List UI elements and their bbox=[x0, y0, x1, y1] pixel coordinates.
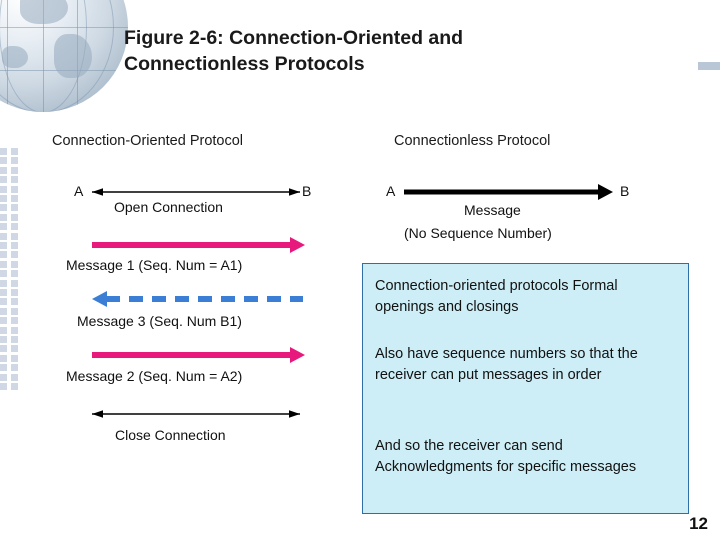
label-message-3: Message 3 (Seq. Num B1) bbox=[77, 313, 242, 329]
label-message-2: Message 2 (Seq. Num = A2) bbox=[66, 368, 243, 384]
globe-landmass bbox=[20, 0, 68, 24]
dot bbox=[0, 307, 7, 315]
globe-landmass bbox=[54, 34, 92, 78]
dot bbox=[0, 176, 7, 184]
dot bbox=[11, 232, 18, 240]
arrow-close-connection bbox=[92, 410, 300, 418]
label-message-1: Message 1 (Seq. Num = A1) bbox=[66, 257, 243, 273]
endpoint-a-left: A bbox=[74, 183, 84, 199]
dot bbox=[0, 232, 7, 240]
dot bbox=[11, 354, 18, 362]
dot bbox=[11, 195, 18, 202]
note-paragraph: Connection-oriented protocols Formal ope… bbox=[375, 278, 618, 315]
notes-box: Connection-oriented protocols Formal ope… bbox=[362, 263, 689, 514]
dot bbox=[11, 345, 18, 353]
arrow-message-2 bbox=[92, 347, 305, 363]
right-edge-bar bbox=[698, 62, 720, 70]
dot bbox=[11, 373, 18, 381]
dot bbox=[0, 298, 7, 306]
dot bbox=[0, 289, 7, 296]
dot bbox=[11, 185, 18, 193]
dot bbox=[11, 166, 18, 174]
dot bbox=[0, 251, 7, 259]
page-number: 12 bbox=[689, 514, 708, 533]
dot bbox=[11, 270, 18, 278]
dot bbox=[0, 185, 7, 193]
label-close-connection: Close Connection bbox=[115, 427, 226, 443]
dot bbox=[11, 383, 18, 390]
dot bbox=[0, 242, 7, 249]
dot bbox=[11, 176, 18, 184]
endpoint-b-left: B bbox=[302, 183, 312, 199]
dot bbox=[0, 195, 7, 202]
label-open-connection: Open Connection bbox=[114, 199, 223, 215]
endpoint-a-right: A bbox=[386, 183, 396, 199]
arrow-open-connection bbox=[92, 188, 300, 196]
dot bbox=[11, 157, 18, 165]
note-paragraph: And so the receiver can send Acknowledgm… bbox=[375, 438, 637, 475]
page-title: Figure 2-6: Connection-Oriented and Conn… bbox=[124, 27, 464, 75]
dot bbox=[11, 213, 18, 221]
dot bbox=[11, 289, 18, 296]
arrow-connectionless-message bbox=[404, 184, 613, 200]
dot bbox=[0, 345, 7, 353]
dot bbox=[0, 354, 7, 362]
dot bbox=[11, 364, 18, 372]
dot bbox=[0, 148, 7, 155]
dot bbox=[0, 364, 7, 372]
dot bbox=[0, 260, 7, 268]
dot bbox=[0, 336, 7, 343]
note-paragraph: Also have sequence numbers so that the r… bbox=[375, 346, 638, 383]
heading-connection-oriented: Connection-Oriented Protocol bbox=[52, 133, 244, 149]
dot bbox=[0, 157, 7, 165]
endpoint-b-right: B bbox=[620, 183, 630, 199]
dot bbox=[11, 223, 18, 231]
label-message: Message bbox=[464, 202, 521, 218]
arrow-message-3 bbox=[92, 291, 303, 307]
dot bbox=[0, 326, 7, 334]
dot bbox=[11, 307, 18, 315]
dot bbox=[11, 336, 18, 343]
dot bbox=[0, 383, 7, 390]
dot bbox=[0, 373, 7, 381]
dot bbox=[0, 270, 7, 278]
dot bbox=[11, 204, 18, 212]
dot bbox=[0, 317, 7, 325]
dot bbox=[11, 279, 18, 287]
heading-connectionless: Connectionless Protocol bbox=[394, 133, 551, 149]
dot bbox=[11, 148, 18, 155]
dot bbox=[0, 213, 7, 221]
dot bbox=[0, 204, 7, 212]
dot bbox=[0, 279, 7, 287]
dot bbox=[0, 166, 7, 174]
globe-landmass bbox=[2, 46, 28, 68]
dot bbox=[11, 298, 18, 306]
label-no-sequence-number: (No Sequence Number) bbox=[404, 225, 552, 241]
dot bbox=[11, 326, 18, 334]
dot bbox=[0, 223, 7, 231]
dot bbox=[11, 317, 18, 325]
dot bbox=[11, 260, 18, 268]
globe-icon bbox=[0, 0, 128, 112]
dot bbox=[11, 251, 18, 259]
dot bbox=[11, 242, 18, 249]
dot-grid-decoration bbox=[0, 148, 22, 392]
arrow-message-1 bbox=[92, 237, 305, 253]
